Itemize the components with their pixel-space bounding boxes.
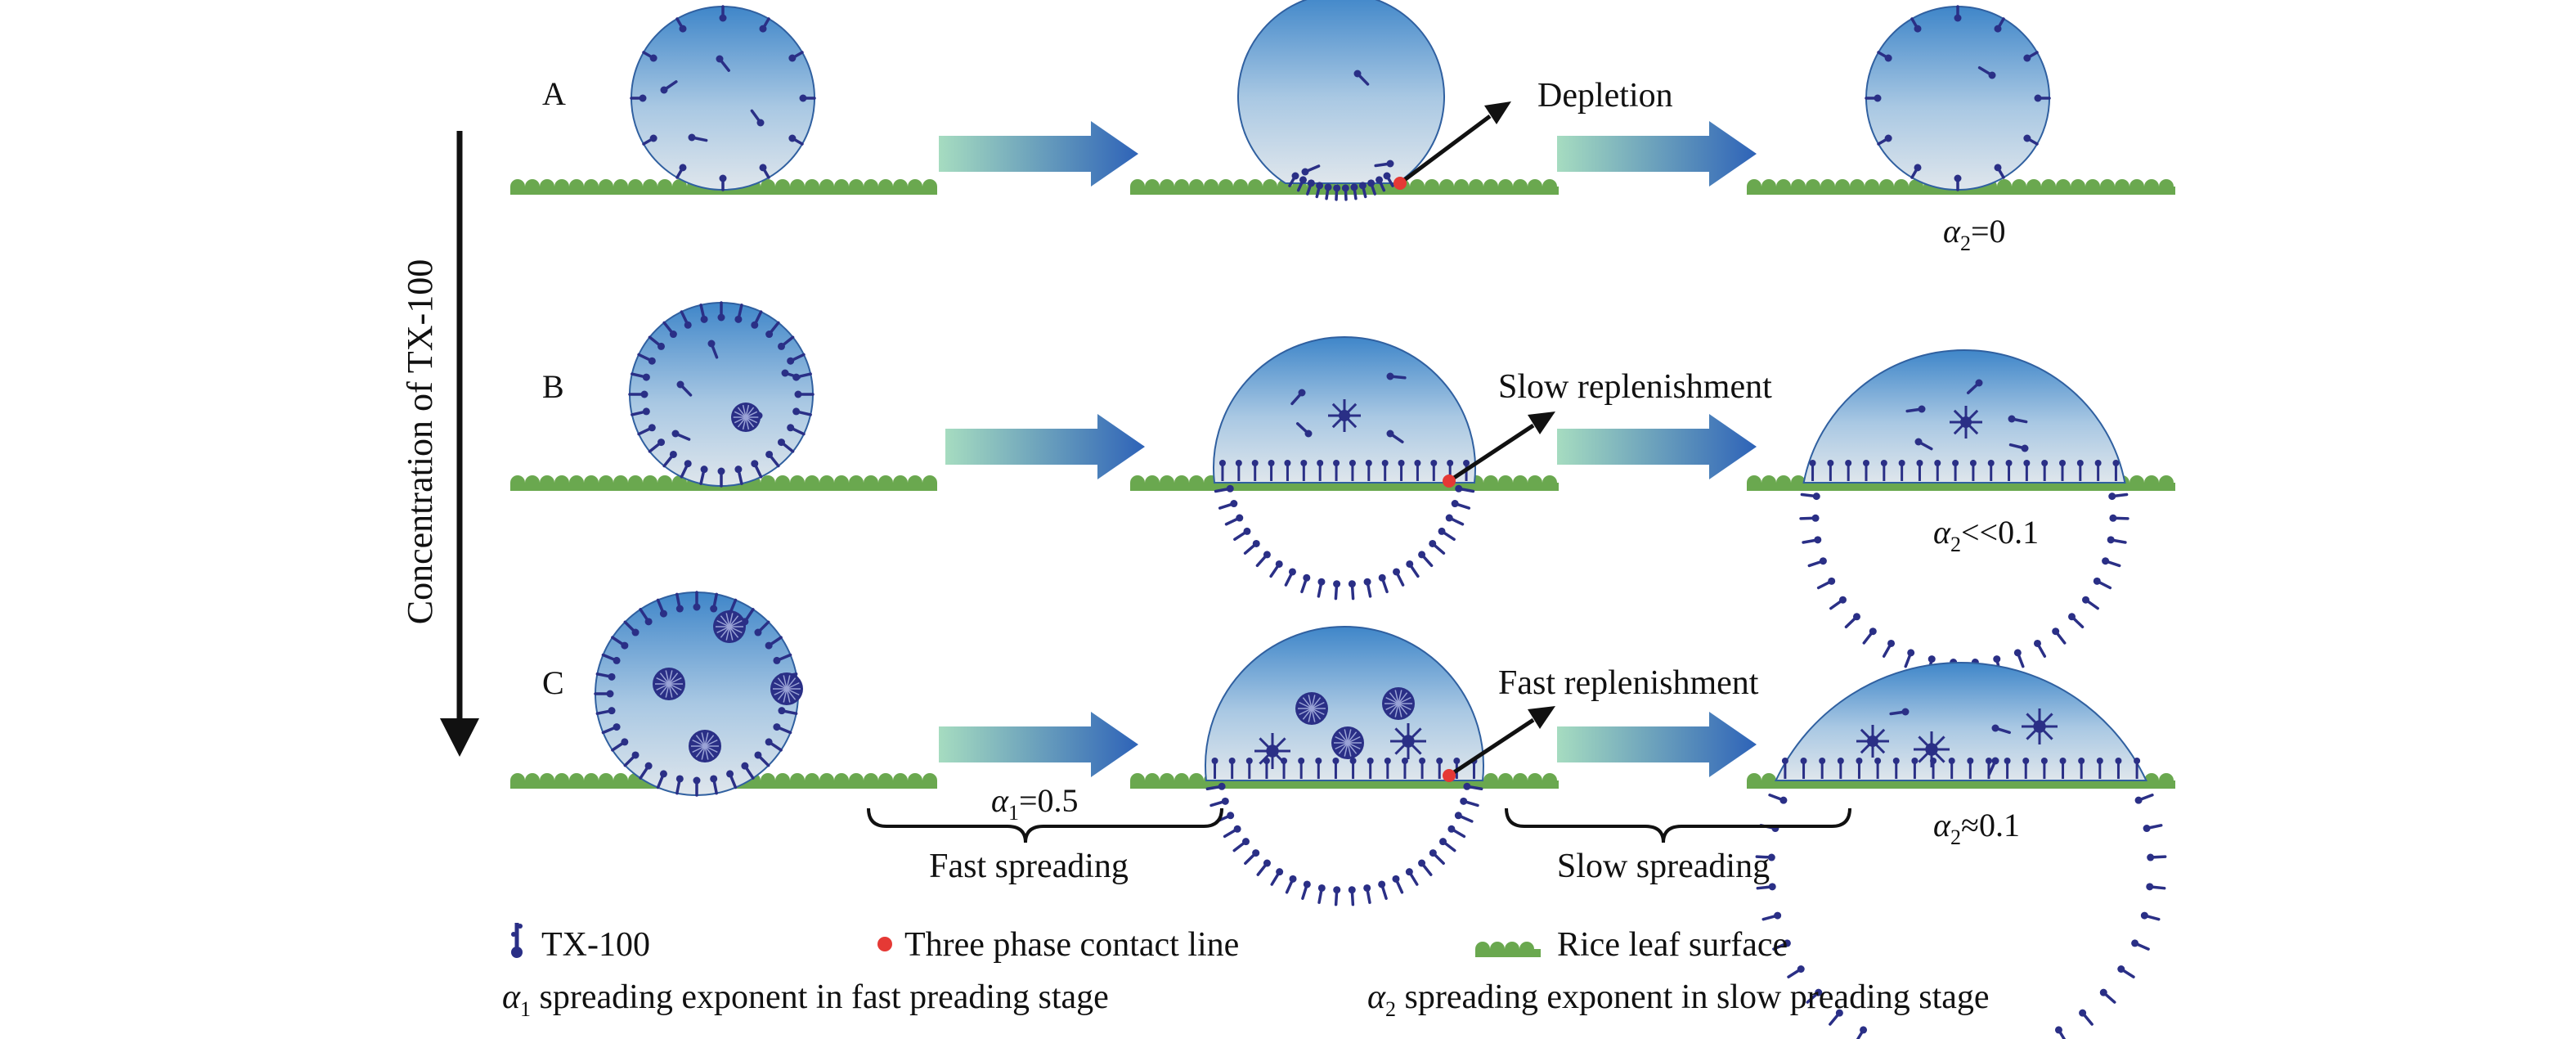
row-label-b: B	[542, 368, 564, 405]
alpha2-row-b: α2<<0.1	[1933, 514, 2039, 556]
droplets	[594, 0, 2167, 1039]
flow-arrows	[939, 121, 1757, 777]
brace-label-fast: Fast spreading	[929, 848, 1129, 885]
legend-contact-line: Three phase contact line	[904, 926, 1239, 964]
row-label-a: A	[542, 75, 566, 112]
legend-alpha2: α2 spreading exponent in slow preading s…	[1367, 978, 1990, 1021]
alpha2-row-c: α2≈0.1	[1933, 807, 2020, 849]
droplet-c-2	[1205, 626, 1484, 906]
droplet-a-1	[630, 5, 816, 191]
droplet-c-3	[1755, 662, 2167, 1039]
droplet-b-1	[628, 301, 815, 488]
flow-arrow-b-2	[1557, 414, 1757, 479]
row-label-c: C	[542, 664, 564, 701]
contact-point-b	[1443, 475, 1456, 488]
droplet-a-3	[1865, 5, 2051, 191]
legend: TX-100 Three phase contact line Rice lea…	[502, 923, 1990, 1021]
flow-arrow-b-1	[945, 414, 1145, 479]
note-arrow-b	[1447, 412, 1555, 484]
note-arrow-a	[1398, 101, 1511, 186]
contact-point-c	[1443, 769, 1456, 782]
brace-label-slow: Slow spreading	[1557, 848, 1770, 885]
tx100-legend-icon	[511, 923, 523, 958]
contact-point-a	[1393, 177, 1407, 190]
leaf-legend-shape	[1475, 942, 1541, 957]
contact-line-legend-icon	[877, 937, 892, 951]
brace-fast-spreading	[867, 807, 1223, 843]
brace-slow-spreading	[1505, 807, 1851, 843]
legend-alpha1: α1 spreading exponent in fast preading s…	[502, 978, 1109, 1021]
legend-leaf: Rice leaf surface	[1557, 926, 1788, 964]
note-fast-replenishment: Fast replenishment	[1498, 664, 1759, 702]
leaf-legend-icon	[1475, 942, 1541, 957]
alpha2-row-a: α2=0	[1943, 213, 2006, 255]
note-slow-replenishment: Slow replenishment	[1498, 368, 1772, 406]
note-depletion: Depletion	[1537, 77, 1673, 115]
droplet-b-2	[1213, 335, 1476, 600]
legend-tx100: TX-100	[541, 926, 650, 964]
droplet-b-3	[1799, 349, 2129, 679]
flow-arrow-c-1	[939, 712, 1138, 777]
alpha1-label: α1=0.5	[991, 782, 1079, 825]
concentration-arrow	[440, 131, 479, 757]
flow-arrow-a-1	[939, 121, 1138, 187]
droplet-a-2	[1237, 0, 1445, 201]
flow-arrow-c-2	[1557, 712, 1757, 777]
concentration-label: Concentration of TX-100	[400, 259, 440, 624]
flow-arrow-a-2	[1557, 121, 1757, 187]
note-arrow-c	[1447, 706, 1555, 778]
droplet-c-1	[594, 591, 803, 797]
